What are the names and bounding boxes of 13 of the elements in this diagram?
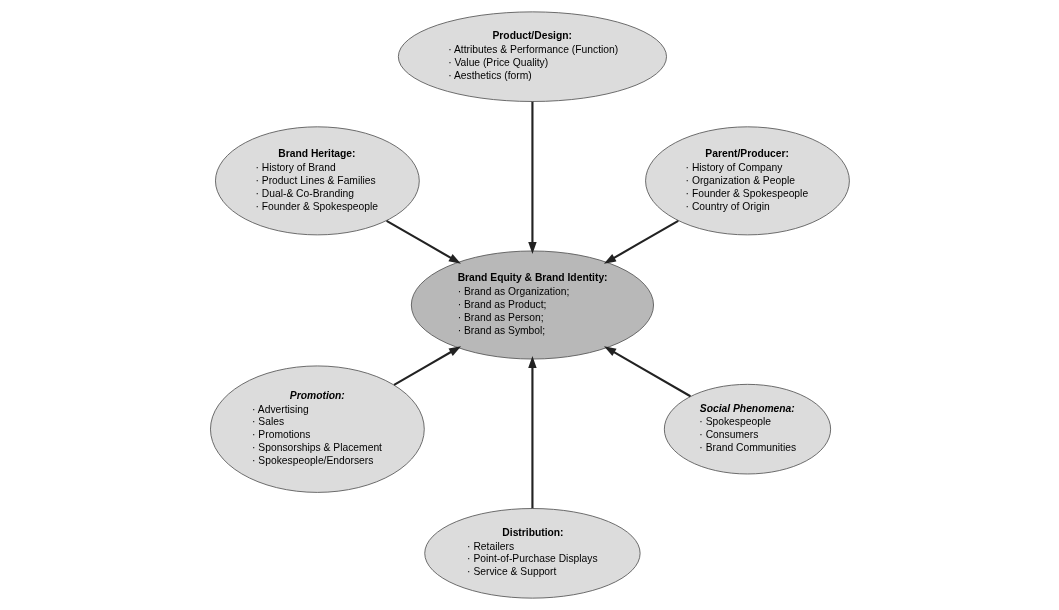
- arrow: [603, 346, 691, 398]
- node-ellipse: Brand Equity & Brand Identity: · Brand as Organization; · Brand as Product; · Brand as Person; · Brand as Symbol;: [410, 250, 654, 360]
- arrow: [603, 219, 679, 264]
- node-ellipse: Distribution: · Retailers · Point-of-Purchase Displays · Service & Support: [423, 508, 641, 599]
- node-ellipse: Product/Design: · Attributes & Performance (Function) · Value (Price Quality) · Aesthetics (form): [397, 11, 667, 102]
- node-ellipse: Parent/Producer: · History of Company · Organization & People · Founder & Spokespeople · Country of Origin: [644, 126, 850, 236]
- arrow: [527, 101, 537, 255]
- node-ellipse: Social Phenomena: · Spokespeople · Consumers · Brand Communities: [663, 383, 831, 475]
- node-ellipse: Promotion: · Advertising · Sales · Promotions · Sponsorships & Placement · Spokespeople/Endorsers: [209, 365, 425, 493]
- arrow: [385, 219, 461, 264]
- arrow: [527, 355, 537, 509]
- node-ellipse: Brand Heritage: · History of Brand · Product Lines & Families · Dual-& Co-Branding · Founder & Spokespeople: [214, 126, 420, 236]
- arrow: [393, 346, 461, 386]
